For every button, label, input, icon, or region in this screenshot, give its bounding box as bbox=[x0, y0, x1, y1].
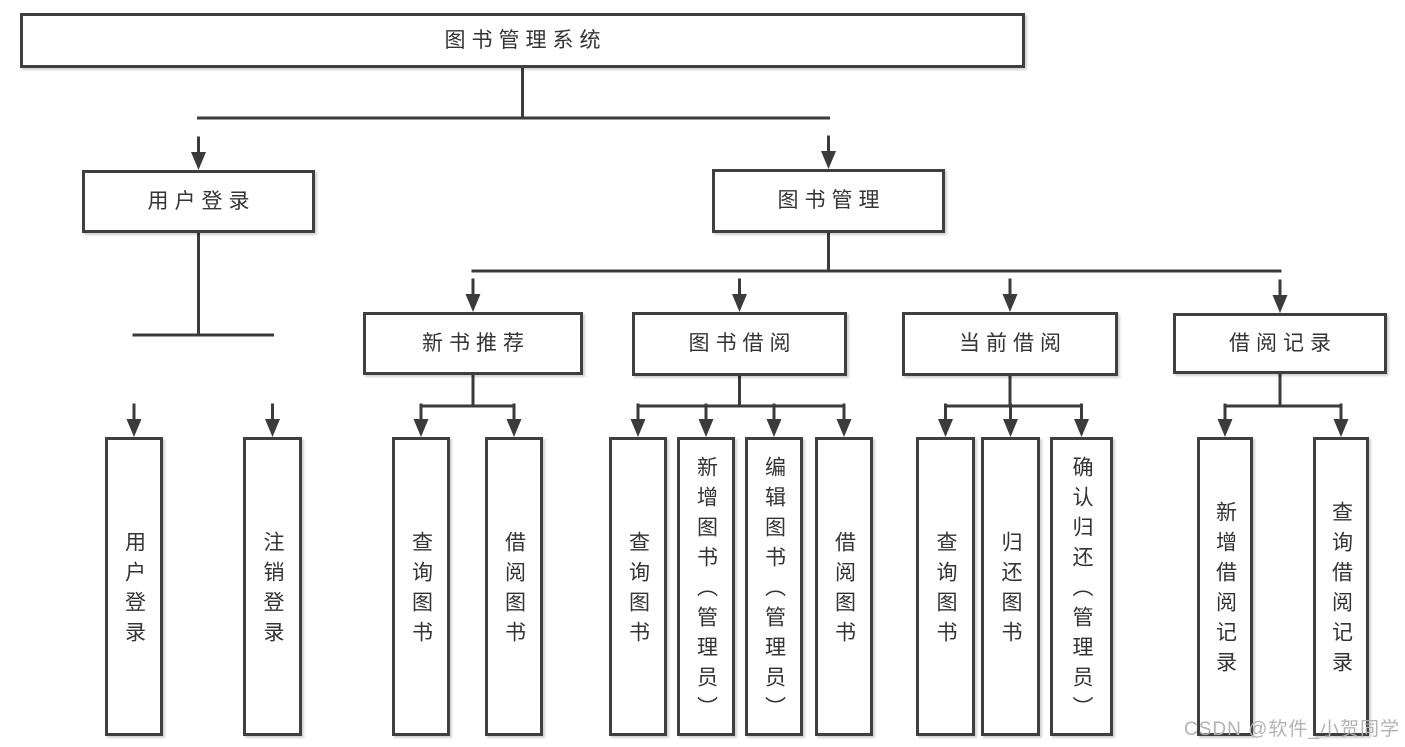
node-label-record: 借阅记录 bbox=[1229, 331, 1337, 355]
arrow-down-icon bbox=[1074, 419, 1089, 437]
node-label-new-borrow: 借阅图书 bbox=[502, 531, 526, 651]
node-root: 图书管理系统 bbox=[20, 13, 1025, 68]
arrow-down-icon bbox=[265, 419, 280, 437]
node-cur-query: 查询图书 bbox=[916, 437, 975, 736]
arrow-down-icon bbox=[1272, 295, 1288, 313]
arrow-down-icon bbox=[465, 294, 481, 312]
node-login: 用户登录 bbox=[82, 170, 315, 233]
arrow-down-icon bbox=[1217, 419, 1233, 437]
node-label-borrow-query: 查询图书 bbox=[626, 531, 650, 651]
node-current: 当前借阅 bbox=[902, 312, 1118, 376]
node-mgmt: 图书管理 bbox=[712, 169, 945, 233]
arrow-down-icon bbox=[821, 151, 836, 169]
arrow-down-icon bbox=[191, 152, 206, 170]
node-label-cur-return: 归还图书 bbox=[999, 531, 1023, 651]
arrow-down-icon bbox=[126, 419, 142, 437]
node-new-query: 查询图书 bbox=[392, 437, 450, 736]
node-label-rec-query: 查询借阅记录 bbox=[1329, 501, 1353, 681]
node-label-newbook: 新书推荐 bbox=[422, 331, 530, 355]
node-login-user: 用户登录 bbox=[105, 437, 163, 736]
arrow-down-icon bbox=[506, 419, 522, 437]
node-cur-confirm: 确认归还（管理员） bbox=[1050, 437, 1113, 736]
node-new-borrow: 借阅图书 bbox=[485, 437, 543, 736]
node-label-mgmt: 图书管理 bbox=[777, 189, 886, 213]
node-label-new-query: 查询图书 bbox=[409, 531, 433, 651]
node-cur-return: 归还图书 bbox=[981, 437, 1040, 736]
node-borrow-lend: 借阅图书 bbox=[815, 437, 873, 736]
node-label-borrow-add: 新增图书（管理员） bbox=[694, 456, 718, 726]
arrow-down-icon bbox=[630, 419, 646, 437]
node-label-borrow-lend: 借阅图书 bbox=[832, 531, 856, 651]
node-label-login-user: 用户登录 bbox=[122, 531, 146, 651]
arrow-down-icon bbox=[766, 419, 782, 437]
node-borrow: 图书借阅 bbox=[632, 312, 847, 376]
arrow-down-icon bbox=[1333, 419, 1349, 437]
node-label-root: 图书管理系统 bbox=[444, 28, 607, 52]
node-label-cur-query: 查询图书 bbox=[934, 531, 958, 651]
arrow-down-icon bbox=[1002, 294, 1018, 312]
node-label-borrow: 图书借阅 bbox=[688, 332, 797, 356]
node-record: 借阅记录 bbox=[1173, 313, 1387, 374]
node-label-rec-add: 新增借阅记录 bbox=[1213, 501, 1237, 681]
node-newbook: 新书推荐 bbox=[363, 312, 583, 375]
node-label-borrow-edit: 编辑图书（管理员） bbox=[762, 456, 786, 726]
arrow-down-icon bbox=[413, 419, 429, 437]
node-borrow-query: 查询图书 bbox=[609, 437, 667, 736]
arrow-down-icon bbox=[938, 419, 953, 437]
arrow-down-icon bbox=[1003, 419, 1018, 437]
node-borrow-edit: 编辑图书（管理员） bbox=[745, 437, 803, 736]
node-label-login: 用户登录 bbox=[147, 189, 256, 213]
node-borrow-add: 新增图书（管理员） bbox=[677, 437, 735, 736]
arrow-down-icon bbox=[732, 294, 747, 312]
node-rec-add: 新增借阅记录 bbox=[1197, 437, 1253, 736]
node-label-current: 当前借阅 bbox=[959, 332, 1067, 356]
node-label-cur-confirm: 确认归还（管理员） bbox=[1070, 456, 1094, 726]
node-login-logout: 注销登录 bbox=[243, 437, 302, 736]
node-label-login-logout: 注销登录 bbox=[261, 531, 285, 651]
arrow-down-icon bbox=[698, 419, 714, 437]
node-rec-query: 查询借阅记录 bbox=[1313, 437, 1369, 736]
arrow-down-icon bbox=[836, 419, 852, 437]
watermark-text: CSDN @软件_小贺同学 bbox=[1184, 719, 1400, 740]
